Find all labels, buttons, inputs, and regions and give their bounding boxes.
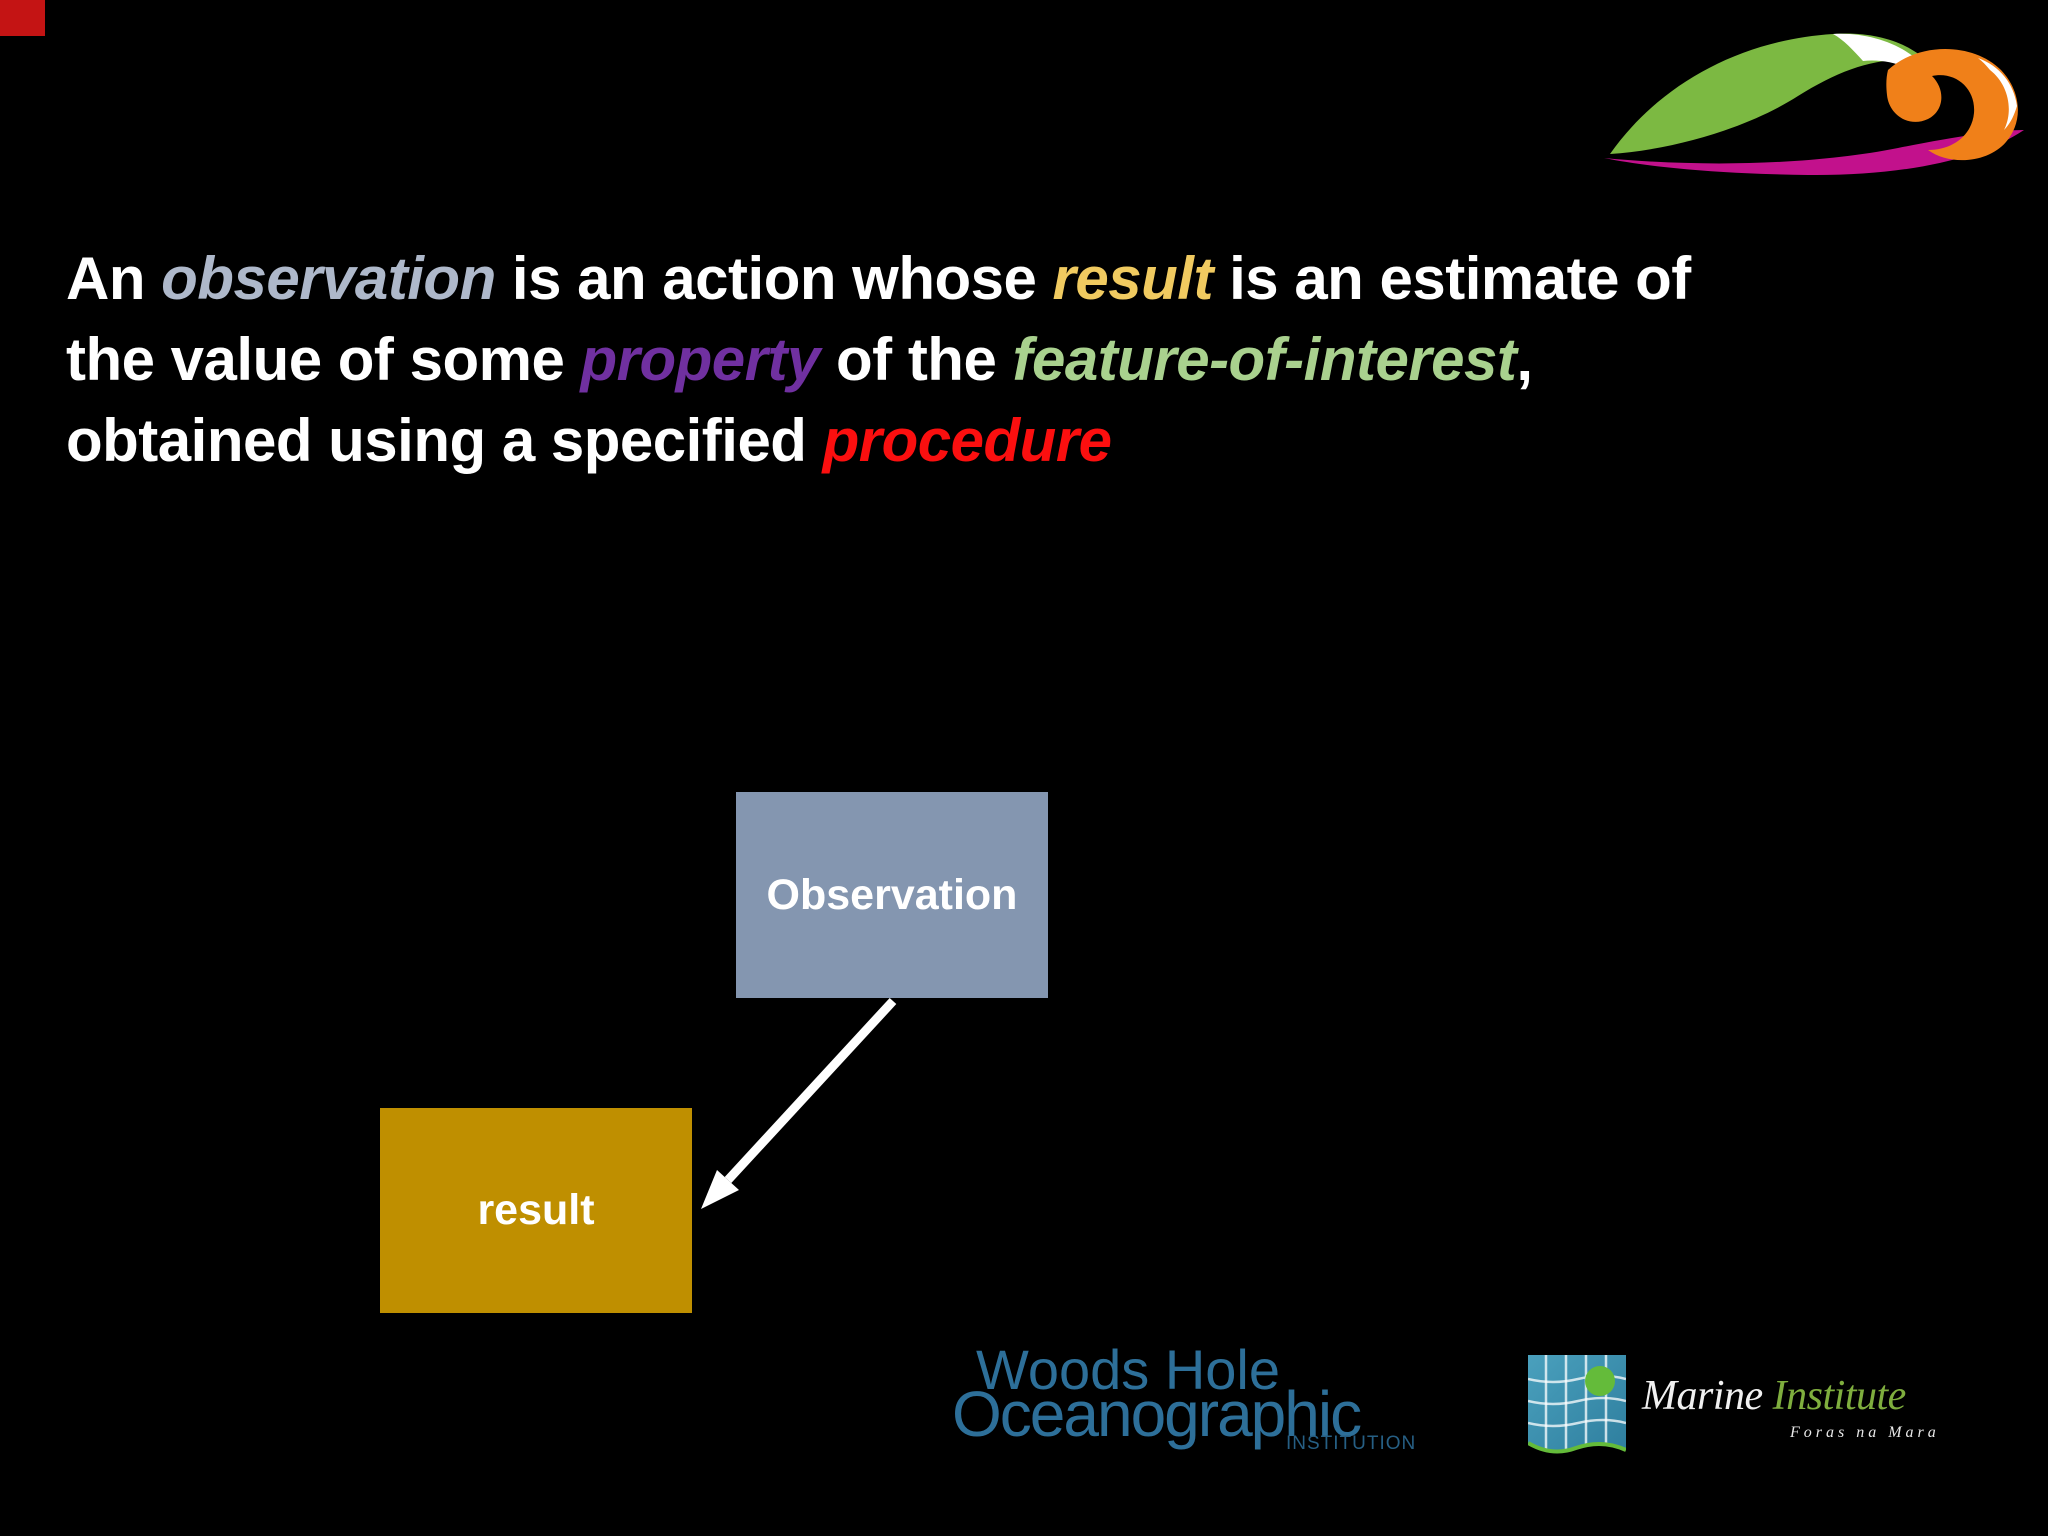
arrow-head	[701, 1170, 739, 1209]
mi-word-marine: Marine	[1642, 1373, 1763, 1419]
mi-icon-wave-line	[1528, 1441, 1626, 1454]
wave-magenta-swoosh	[1604, 130, 2024, 176]
wave-green-body	[1610, 33, 1928, 155]
title-text: An	[66, 245, 162, 312]
title-line-3: obtained using a specified procedure	[66, 400, 2006, 481]
title-word-property: property	[580, 326, 820, 393]
title-word-feature-of-interest: feature-of-interest	[1012, 326, 1517, 393]
title-line-1: An observation is an action whose result…	[66, 238, 2006, 319]
title-word-procedure: procedure	[822, 407, 1112, 474]
wave-white-crest	[1833, 33, 1938, 96]
wave-orange-curl	[1886, 49, 2018, 161]
title-text: ,	[1516, 326, 1533, 393]
title-text: is an estimate of	[1212, 245, 1691, 312]
observation-box: Observation	[736, 792, 1048, 998]
marine-institute-icon	[1528, 1355, 1626, 1462]
slide-title: An observation is an action whose result…	[66, 238, 2006, 481]
title-text: is an action whose	[495, 245, 1053, 312]
marine-institute-wordmark: Marine Institute	[1642, 1372, 1906, 1420]
title-text: of the	[819, 326, 1013, 393]
result-box: result	[380, 1108, 692, 1313]
red-corner-mark	[0, 0, 45, 36]
result-box-label: result	[477, 1186, 595, 1234]
whoi-line-woods-hole: Woods Hole	[976, 1338, 1281, 1401]
title-text: obtained using a specified	[66, 407, 823, 474]
whoi-line-institution: INSTITUTION	[1286, 1433, 1417, 1454]
observation-box-label: Observation	[766, 870, 1018, 919]
wave-logo	[1604, 33, 2024, 176]
mi-word-institute: Institute	[1772, 1373, 1907, 1419]
title-word-observation: observation	[161, 245, 496, 312]
arrow-shaft	[724, 997, 897, 1184]
marine-institute-subtitle: Foras na Mara	[1790, 1424, 1940, 1441]
whoi-logo: Woods Hole Oceanographic INSTITUTION	[952, 1338, 1422, 1454]
wave-white-highlight	[1978, 58, 2017, 130]
whoi-line-oceanographic: Oceanographic	[952, 1378, 1362, 1450]
mi-icon-green-dot	[1585, 1366, 1615, 1396]
title-line-2: the value of some property of the featur…	[66, 319, 2006, 400]
title-text: the value of some	[66, 326, 581, 393]
title-word-result: result	[1052, 245, 1214, 312]
mi-icon-wave-cut	[1528, 1443, 1626, 1462]
